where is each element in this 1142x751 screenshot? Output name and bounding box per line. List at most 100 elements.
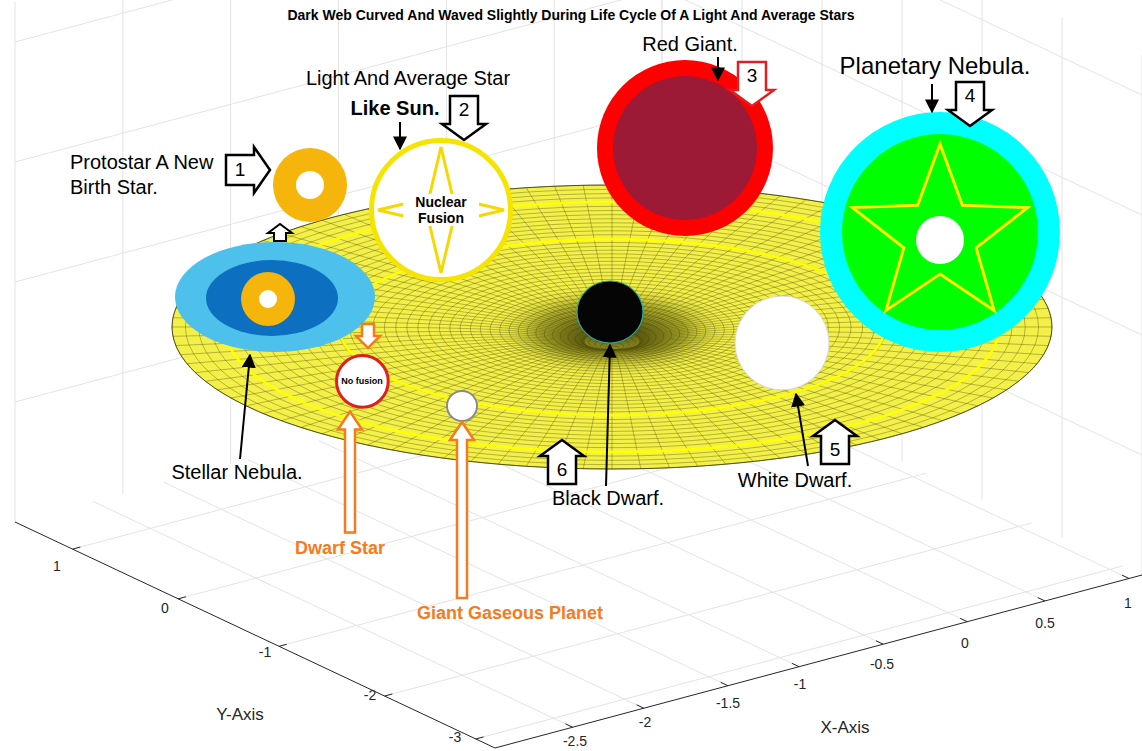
stage-label: Black Dwarf. bbox=[552, 487, 664, 510]
grid-line bbox=[178, 597, 186, 599]
white-dwarf bbox=[735, 296, 829, 390]
mesh-spoke bbox=[301, 347, 593, 427]
callout-arrow bbox=[442, 96, 486, 140]
grid-line bbox=[122, 0, 123, 493]
leader-arrow bbox=[717, 57, 719, 80]
axis-tick: 0.5 bbox=[1035, 615, 1054, 631]
grid-line bbox=[1122, 575, 1129, 578]
mesh-spoke bbox=[368, 349, 597, 445]
gas-giant bbox=[447, 391, 477, 421]
grid-line bbox=[1038, 598, 1045, 601]
node-border bbox=[372, 141, 511, 280]
star-circle: Nuclear Fusion bbox=[368, 137, 514, 283]
grid-line bbox=[319, 441, 799, 667]
stage-label: Like Sun. bbox=[351, 97, 440, 120]
white-core bbox=[916, 216, 964, 264]
chart-title: Dark Web Curved And Waved Slightly Durin… bbox=[287, 7, 854, 23]
stage-label: Dwarf Star bbox=[295, 538, 385, 559]
axis-tick: 1 bbox=[53, 558, 61, 574]
axis-tick: -1 bbox=[794, 676, 806, 692]
red-giant-core bbox=[613, 76, 757, 220]
callout-number: 6 bbox=[557, 459, 568, 481]
stage-label: Red Giant. bbox=[642, 33, 738, 56]
grid-line bbox=[721, 682, 728, 685]
node-text: Nuclear Fusion bbox=[403, 194, 479, 226]
axis-title: X-Axis bbox=[820, 718, 869, 738]
callout-arrow bbox=[338, 412, 362, 533]
axis-tick: 0 bbox=[161, 600, 169, 616]
callout-arrow bbox=[730, 62, 774, 106]
callout-arrow bbox=[356, 324, 380, 348]
grid-line bbox=[476, 737, 484, 739]
grid-line bbox=[960, 618, 967, 621]
node-text: No fusion bbox=[340, 376, 384, 386]
leader-arrow bbox=[931, 84, 933, 112]
protostar bbox=[273, 148, 347, 222]
planetary-nebula-core bbox=[842, 134, 1038, 330]
axis-tick: 0 bbox=[961, 635, 969, 651]
callout-number: 1 bbox=[235, 159, 246, 181]
callout-arrow bbox=[540, 440, 584, 484]
callout-arrow bbox=[813, 420, 857, 464]
stage-label: Protostar A New Birth Star. bbox=[70, 150, 220, 200]
callout-arrow bbox=[268, 224, 292, 241]
node-border bbox=[336, 355, 388, 407]
leader-arrow bbox=[606, 345, 610, 486]
callout-arrow bbox=[226, 147, 270, 193]
axis-tick: -2 bbox=[364, 687, 376, 703]
grid-line bbox=[637, 705, 644, 708]
planetary-nebula bbox=[820, 112, 1060, 352]
fusion-star bbox=[378, 147, 504, 273]
callout-number: 3 bbox=[747, 65, 758, 87]
grid-line bbox=[15, 0, 662, 162]
callout-number: 2 bbox=[459, 99, 470, 121]
black-dwarf bbox=[577, 281, 643, 343]
grid-line bbox=[385, 694, 393, 696]
grid-line bbox=[565, 724, 572, 727]
axis-tick: -2.5 bbox=[563, 733, 587, 749]
nebula-protostar-hole bbox=[259, 290, 277, 308]
nebula-core bbox=[206, 260, 338, 336]
grid-line bbox=[876, 641, 883, 644]
red-giant bbox=[597, 60, 773, 236]
star-shapes bbox=[175, 60, 1060, 421]
callout-number: 4 bbox=[965, 85, 976, 107]
callout-arrow bbox=[450, 422, 474, 598]
grid-line bbox=[1062, 17, 1063, 537]
axis-tick: -2 bbox=[639, 714, 651, 730]
grid-line bbox=[495, 575, 1142, 748]
dwarf-star-circle: No fusion bbox=[334, 353, 391, 410]
axis-title: Y-Axis bbox=[216, 705, 264, 725]
axis-tick: -1 bbox=[259, 644, 271, 660]
axis-tick: -0.5 bbox=[870, 656, 894, 672]
mesh-spoke bbox=[263, 346, 590, 413]
axis-tick: -3 bbox=[449, 729, 461, 745]
grid-line bbox=[15, 522, 495, 748]
pointer-arrows bbox=[226, 57, 992, 598]
axis-tick: 1 bbox=[1124, 595, 1132, 611]
nebula-star bbox=[853, 144, 1028, 310]
mesh-spoke bbox=[281, 347, 591, 421]
axis-tick: -1.5 bbox=[716, 695, 740, 711]
mesh-ring bbox=[600, 342, 623, 350]
grid-line bbox=[15, 2, 16, 522]
grid-line bbox=[248, 460, 728, 686]
callout-number: 5 bbox=[830, 439, 841, 461]
stage-label: Giant Gaseous Planet bbox=[417, 603, 603, 624]
stage-label: White Dwarf. bbox=[738, 469, 852, 492]
stage-label: Planetary Nebula. bbox=[840, 52, 1031, 80]
stellar-nebula bbox=[175, 242, 375, 352]
leader-arrow bbox=[399, 122, 401, 149]
mesh-spoke bbox=[231, 344, 588, 398]
protostar-hole bbox=[296, 171, 324, 199]
leader-arrow bbox=[240, 355, 250, 459]
grid-line bbox=[73, 547, 81, 549]
grid-line bbox=[164, 482, 644, 708]
nebula-protostar bbox=[241, 272, 295, 326]
grid-line bbox=[792, 663, 799, 666]
grid-line bbox=[279, 644, 287, 646]
leader-arrow bbox=[796, 394, 808, 466]
